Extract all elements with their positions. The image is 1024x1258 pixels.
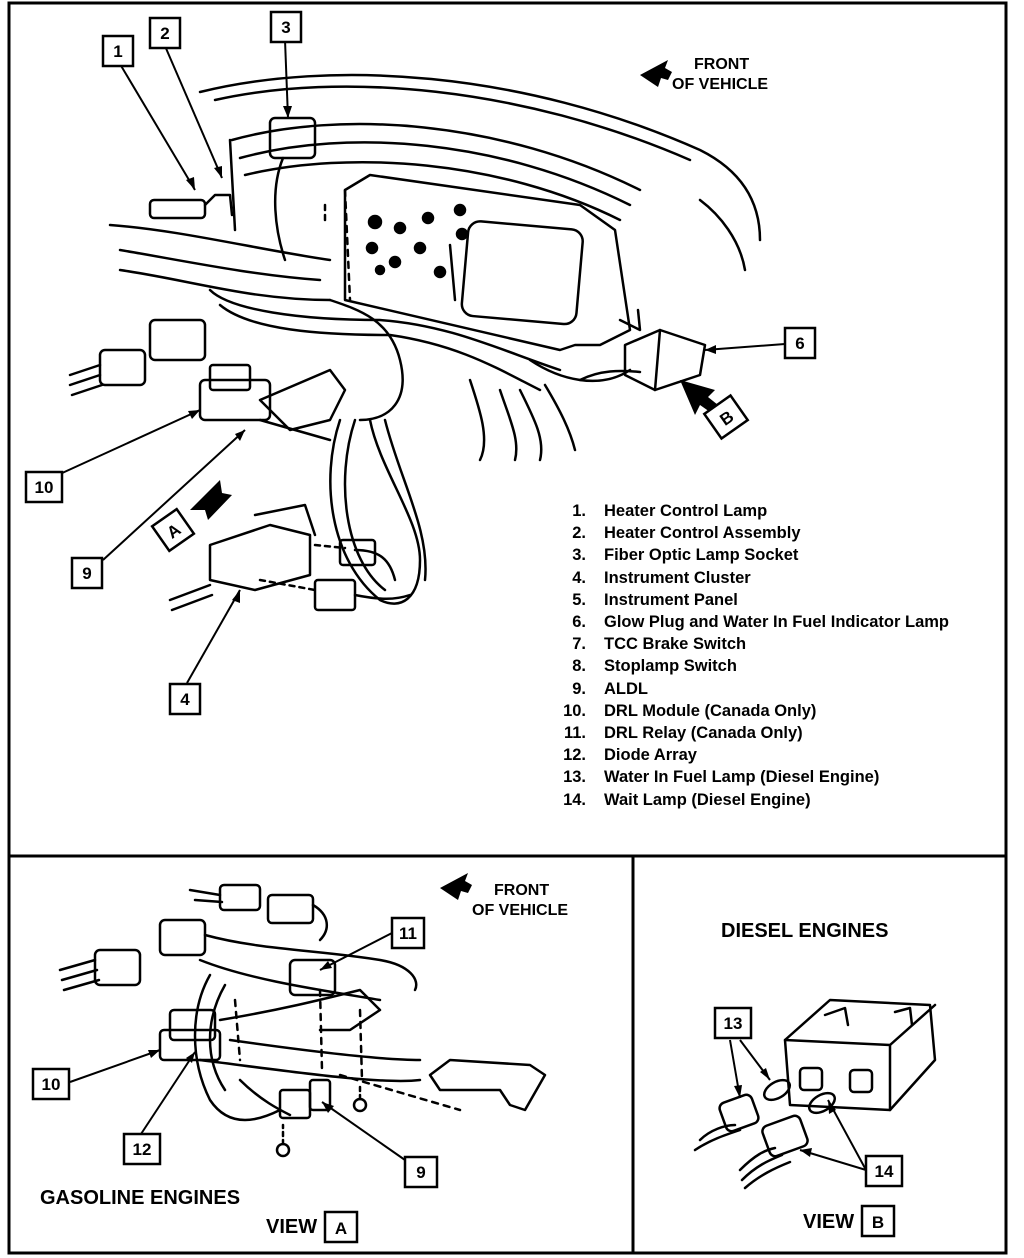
view-a-callout-9-label: 9 xyxy=(416,1163,425,1182)
legend-item: 13.Water In Fuel Lamp (Diesel Engine) xyxy=(563,768,880,787)
panel-frames xyxy=(7,1,1008,1255)
legend-item: 1.Heater Control Lamp xyxy=(572,502,768,520)
front-of-vehicle-arrow xyxy=(640,60,672,87)
callout-9: 9 xyxy=(70,556,104,590)
view-b-artwork xyxy=(693,998,937,1190)
legend-item: 6.Glow Plug and Water In Fuel Indicator … xyxy=(572,613,949,632)
callout-9-label: 9 xyxy=(82,564,91,583)
leader-arrowheads xyxy=(186,106,716,603)
legend-item: 7.TCC Brake Switch xyxy=(572,635,747,654)
view-a-callout-9: 9 xyxy=(403,1155,439,1189)
view-a-arrowheads xyxy=(148,961,334,1113)
view-a-letter: A xyxy=(335,1219,347,1238)
callout-2-label: 2 xyxy=(160,24,169,43)
legend-item: 3.Fiber Optic Lamp Socket xyxy=(572,546,799,565)
legend-item: 14.Wait Lamp (Diesel Engine) xyxy=(563,790,811,809)
view-a-front-line2: OF VEHICLE xyxy=(472,902,569,919)
legend-item: 10.DRL Module (Canada Only) xyxy=(563,701,817,720)
view-b-caption: DIESEL ENGINES xyxy=(721,920,889,942)
front-label-line1: FRONT xyxy=(694,56,750,73)
view-a-artwork xyxy=(58,883,547,1158)
view-a-letter-box: A xyxy=(323,1210,359,1244)
view-a-arrow: A xyxy=(150,480,232,553)
legend-item: 5.Instrument Panel xyxy=(572,590,738,609)
view-b-view-label: VIEW xyxy=(803,1211,855,1233)
front-of-vehicle-label: FRONT OF VEHICLE xyxy=(672,55,768,95)
legend-item: 2.Heater Control Assembly xyxy=(572,524,801,543)
view-b-arrow: B xyxy=(680,380,750,441)
legend-item: 8.Stoplamp Switch xyxy=(572,657,737,676)
callout-1-label: 1 xyxy=(113,42,122,61)
view-a-callout-11-label: 11 xyxy=(399,924,417,943)
view-b-callout-14: 14 xyxy=(864,1154,904,1188)
view-a-callout-11: 11 xyxy=(390,916,426,950)
callout-4: 4 xyxy=(168,682,202,716)
callout-2: 2 xyxy=(148,16,182,50)
view-a-front-line1: FRONT xyxy=(494,882,550,899)
legend-item: 4.Instrument Cluster xyxy=(572,568,751,587)
view-b-callout-14-label: 14 xyxy=(875,1162,894,1181)
legend-item: 12.Diode Array xyxy=(563,746,697,765)
view-b-callout-13-label: 13 xyxy=(724,1014,743,1033)
view-b-arrowheads xyxy=(734,1068,836,1157)
callout-1: 1 xyxy=(101,34,135,68)
instrument-panel-artwork xyxy=(68,73,762,612)
callout-10: 10 xyxy=(24,470,64,504)
leader-lines xyxy=(59,39,786,684)
front-label-line2: OF VEHICLE xyxy=(672,76,769,93)
view-b-letter-box: B xyxy=(860,1204,896,1238)
view-a-callout-12: 12 xyxy=(122,1132,162,1166)
callout-3: 3 xyxy=(269,10,303,44)
callout-10-label: 10 xyxy=(35,478,54,497)
view-a-callout-10-label: 10 xyxy=(42,1075,61,1094)
view-a-callout-12-label: 12 xyxy=(133,1140,152,1159)
view-b-callout-13: 13 xyxy=(713,1006,753,1040)
view-a-caption: GASOLINE ENGINES xyxy=(40,1187,241,1209)
view-a-leader-lines xyxy=(69,932,406,1161)
legend-item: 11.DRL Relay (Canada Only) xyxy=(563,724,803,743)
view-a-front-arrow xyxy=(440,873,472,900)
view-a-callout-10: 10 xyxy=(31,1067,71,1101)
callout-6: 6 xyxy=(783,326,817,360)
callout-6-label: 6 xyxy=(795,334,804,353)
callout-4-label: 4 xyxy=(180,690,190,709)
parts-legend: 1.Heater Control Lamp 2.Heater Control A… xyxy=(538,500,949,811)
view-a-view-label: VIEW xyxy=(266,1216,318,1238)
callout-3-label: 3 xyxy=(281,18,290,37)
legend-item: 9.ALDL xyxy=(572,679,648,698)
view-b-letter: B xyxy=(872,1213,884,1232)
view-a-front-of-vehicle-label: FRONT OF VEHICLE xyxy=(472,881,568,921)
